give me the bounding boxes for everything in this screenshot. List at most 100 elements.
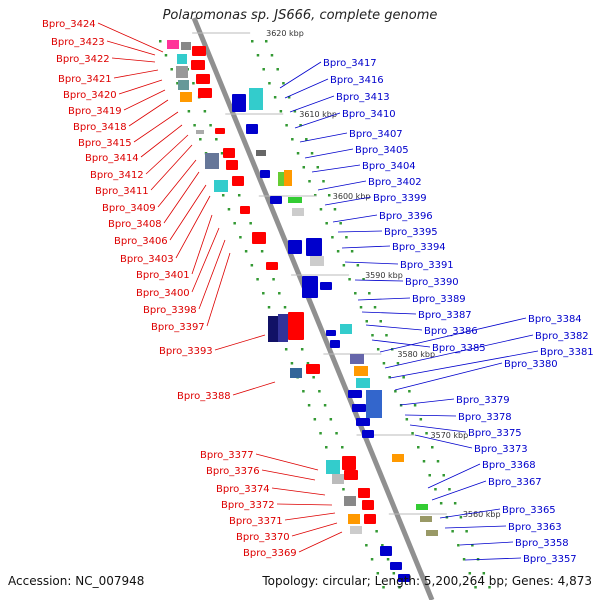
track-tick [439,502,443,505]
track-tick [310,152,314,155]
track-tick [170,68,173,71]
track-tick [256,54,260,57]
left-gene-leader-line [255,453,319,471]
right-gene-leader-line [404,414,457,417]
right-gene-label: Bpro_3396 [379,211,433,222]
left-gene-leader-line [214,334,266,351]
track-tick [308,180,311,183]
track-tick [405,418,409,421]
gene-arrow [192,46,206,56]
track-tick [279,110,283,113]
track-tick [296,152,300,155]
kbp-mark-label: 3570 kbp [431,431,469,440]
gene-arrow [288,312,304,340]
left-gene-leader-line [169,184,207,241]
gene-box [392,454,404,462]
right-gene-leader-line [294,112,341,129]
right-gene-label: Bpro_3390 [405,277,459,288]
track-tick [431,446,434,449]
track-tick [442,474,445,477]
track-tick [299,124,302,127]
track-tick [318,390,321,393]
gene-box [196,130,204,134]
right-gene-leader-line [379,317,527,353]
track-tick [365,320,368,323]
gene-box [176,66,188,78]
gene-box [278,172,286,186]
right-gene-label: Bpro_3413 [336,92,390,103]
gene-box [214,180,228,192]
gene-arrow [215,128,225,134]
track-tick [327,194,331,197]
gene-box [249,88,263,110]
track-tick [305,138,308,141]
gene-box [340,324,352,334]
track-tick [422,460,426,463]
track-tick [342,488,345,491]
track-tick [283,306,287,309]
right-gene-label: Bpro_3387 [418,310,472,321]
track-tick [285,124,288,127]
track-tick [276,68,279,71]
right-gene-leader-line [284,78,329,99]
track-tick [375,530,378,533]
gene-box [366,390,382,418]
right-gene-leader-line [384,334,534,369]
left-gene-label: Bpro_3418 [73,122,127,133]
track-tick [350,250,354,253]
track-tick [392,572,396,575]
right-gene-leader-line [354,279,404,282]
track-tick [250,40,254,43]
right-gene-leader-line [311,164,361,173]
track-tick [408,390,411,393]
track-tick [244,250,248,253]
track-tick [284,348,288,351]
right-gene-leader-line [332,214,378,223]
left-gene-label: Bpro_3409 [102,203,156,214]
right-gene-label: Bpro_3378 [458,412,512,423]
left-gene-leader-line [198,239,226,310]
track-tick [336,250,340,253]
right-gene-leader-line [341,245,391,249]
right-gene-leader-line [371,339,431,348]
track-tick [425,432,428,435]
track-tick [474,586,477,589]
left-gene-leader-line [261,469,316,481]
track-tick [453,502,457,505]
gene-box [292,208,304,216]
genome-backbone [191,17,435,600]
gene-box [290,368,302,378]
track-tick [264,40,268,43]
left-gene-label: Bpro_3371 [229,516,283,527]
right-gene-label: Bpro_3363 [508,522,562,533]
left-gene-leader-line [206,252,231,327]
track-tick [471,544,474,547]
track-tick [267,306,271,309]
track-tick [465,530,468,533]
gene-arrow [302,276,318,298]
accession-text: Accession: NC_007948 [8,574,145,588]
left-gene-leader-line [97,22,164,53]
track-tick [325,222,328,225]
track-tick [342,264,346,267]
right-gene-leader-line [464,557,522,561]
right-gene-label: Bpro_3407 [349,129,403,140]
track-tick [345,236,348,239]
left-gene-leader-line [150,144,193,191]
right-gene-label: Bpro_3380 [504,359,558,370]
gene-box [268,316,278,342]
left-gene-label: Bpro_3401 [136,270,190,281]
right-gene-leader-line [459,541,514,546]
gene-box [256,150,266,156]
gene-box [332,474,344,484]
right-gene-label: Bpro_3416 [330,75,384,86]
gene-box [420,516,432,522]
track-tick [250,264,254,267]
gene-arrow [196,74,210,84]
track-tick [368,292,371,295]
right-gene-label: Bpro_3389 [412,294,466,305]
left-gene-leader-line [157,159,197,208]
track-tick [462,558,466,561]
gene-arrow [260,170,270,178]
track-tick [329,418,333,421]
